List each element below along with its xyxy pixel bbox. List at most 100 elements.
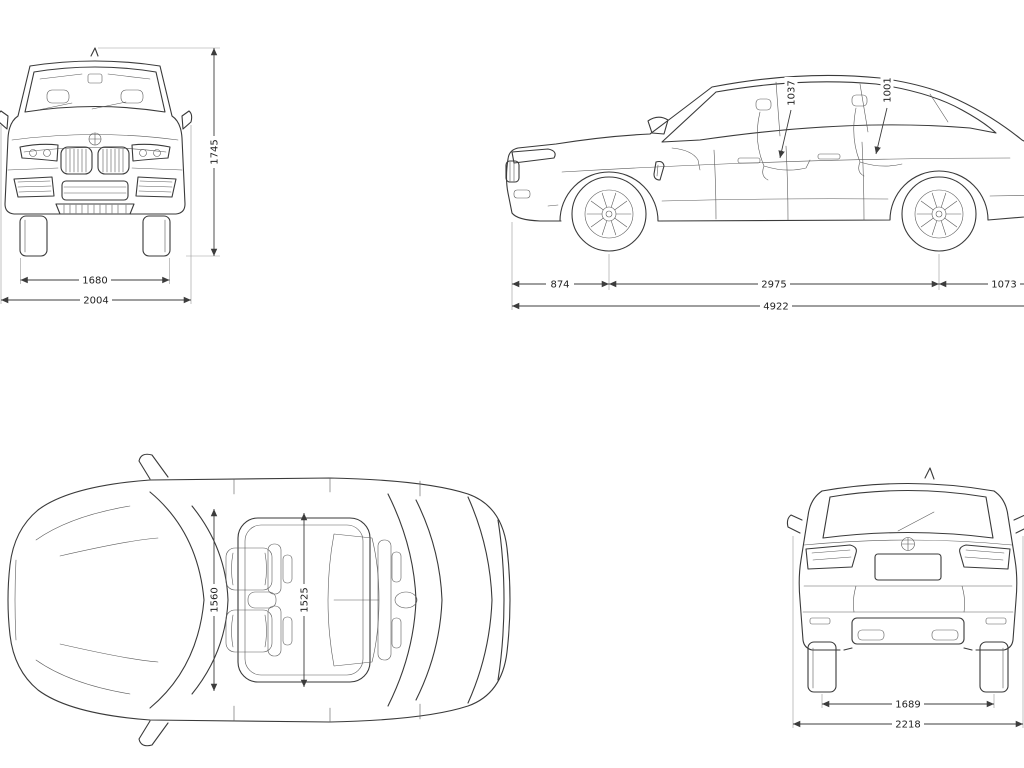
front-view: 1745 1680 2004 (0, 47, 221, 307)
door-handle-rear (817, 153, 841, 160)
rear-track-label: 1689 (892, 697, 924, 711)
top-view: 1560 1525 (7, 453, 511, 747)
side-mirror-right (181, 110, 193, 130)
interior-rear-label: 1001 (880, 74, 894, 106)
front-overhang-label: 874 (546, 277, 574, 291)
rear-tire-right (979, 641, 1009, 693)
exhaust-left (857, 629, 885, 641)
wheelbase-label: 2975 (758, 277, 790, 291)
height-extension-lines (98, 47, 220, 257)
front-seat-headrest (755, 98, 772, 111)
rear-view-car (786, 467, 1024, 693)
headlight-right-lens-2 (153, 149, 161, 157)
top-mirror-upper (138, 453, 169, 480)
interior-width-front-label: 1560 (207, 584, 221, 616)
rear-mirror-left (786, 514, 803, 534)
rear-window (822, 489, 994, 539)
top-view-car (7, 453, 511, 747)
kidney-grille-right (97, 146, 130, 175)
character-line (561, 157, 1011, 173)
front-seat-top-left (225, 543, 293, 595)
d-pillar (929, 93, 949, 123)
rear-view: 1689 2218 (786, 467, 1024, 731)
side-kidney-grille (505, 160, 520, 183)
tailgate-seams (803, 585, 1013, 613)
side-mirror (647, 116, 669, 135)
rear-width-dimension: 2218 (792, 536, 1024, 731)
headlight-left (19, 143, 59, 162)
skid-plate (55, 203, 135, 215)
rear-antenna-fin-icon (924, 467, 935, 480)
top-windshield (149, 491, 229, 709)
interior-width-rear-dimension: 1525 (297, 513, 311, 687)
grille-bars (65, 148, 124, 173)
rear-tire-left (807, 641, 837, 693)
width-dim-value: 2004 (83, 296, 108, 307)
front-track-dimension: 1680 (20, 258, 170, 287)
rear-overhang-value: 1073 (991, 280, 1016, 291)
front-tire-right (142, 215, 171, 257)
interior-front-value: 1037 (787, 80, 798, 105)
taillight-right (959, 544, 1011, 570)
door-handle-front (737, 157, 761, 164)
height-dim-label: 1745 (207, 136, 221, 168)
air-intake-left (13, 176, 55, 198)
headrest-left (46, 89, 70, 104)
air-intake-right (135, 176, 177, 198)
front-body-outline (4, 60, 186, 215)
center-console (247, 591, 277, 609)
taillight-left (805, 544, 857, 570)
headlight-right-lens-1 (139, 149, 147, 157)
interior-rear-leader (874, 107, 888, 155)
interior-front-leader (778, 109, 792, 159)
side-view: 1037 1001 874 2975 10 (505, 74, 1024, 313)
headlight-right (131, 143, 171, 162)
rear-bench-seat (327, 533, 402, 667)
rear-seat-outline (853, 107, 903, 177)
front-tire-left (19, 215, 48, 257)
center-intake (61, 180, 129, 201)
roof-antenna-icon (90, 47, 99, 57)
height-dim-value: 1745 (210, 139, 221, 164)
rear-mirror-right (1013, 514, 1024, 534)
front-seat-outline (756, 111, 811, 181)
rear-width-label: 2218 (892, 717, 924, 731)
track-dim-label: 1680 (79, 273, 111, 287)
headrest-right (120, 89, 144, 104)
front-overhang-value: 874 (550, 280, 569, 291)
sun-visors (39, 73, 151, 80)
taillight-detail-lines (811, 549, 1005, 561)
glasshouse-outline (661, 81, 997, 143)
wheelbase-value: 2975 (761, 280, 786, 291)
hood-detail-lines (14, 505, 159, 695)
door-seams (713, 141, 865, 221)
side-extension-lines (511, 222, 940, 310)
diffuser (851, 617, 965, 645)
rear-brand-roundel-icon (901, 537, 915, 551)
interior-front-dimension: 1037 (778, 77, 798, 159)
front-wheel (571, 176, 647, 252)
rear-bumper-bottom (802, 639, 1014, 651)
interior-rear-dimension: 1001 (874, 74, 894, 155)
fender-vent (653, 160, 665, 181)
dash-outline (671, 147, 701, 171)
side-view-car (505, 74, 1024, 252)
side-headlight (511, 148, 556, 164)
top-rear-window (387, 493, 443, 707)
side-dimensions: 874 2975 1073 4922 (511, 222, 1024, 313)
interior-width-front-value: 1560 (210, 587, 221, 612)
rear-track-value: 1689 (895, 700, 920, 711)
air-intake-right-slats (138, 180, 173, 193)
tailgate-lines (467, 496, 505, 704)
track-dim-value: 1680 (82, 276, 107, 287)
front-windshield (24, 66, 166, 113)
interior-rear-value: 1001 (883, 77, 894, 102)
rear-wheel (901, 176, 977, 252)
headlight-left-lens-2 (43, 149, 51, 157)
front-width-dimension: 2004 (0, 125, 192, 307)
rear-body-sides (798, 490, 1018, 641)
rocker-trim (547, 195, 1024, 207)
wipers (37, 101, 127, 111)
front-view-car (0, 47, 193, 257)
side-fog-light (513, 189, 531, 199)
